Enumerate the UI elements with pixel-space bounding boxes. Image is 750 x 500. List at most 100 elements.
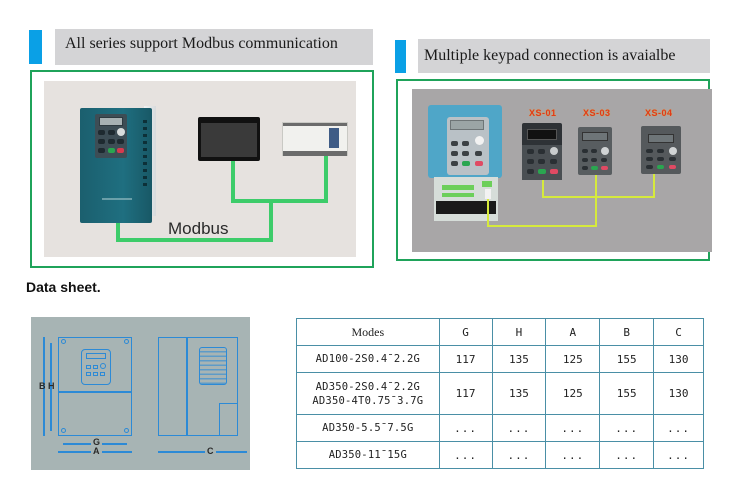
- keypad-display: [527, 129, 557, 140]
- side-view-outline: [158, 337, 238, 436]
- plc-terminal-strip-top: [283, 123, 347, 126]
- column-header: G: [438, 318, 493, 346]
- keypad-key: [646, 157, 653, 161]
- value-cell: 155: [599, 372, 655, 415]
- value-cell: ...: [653, 441, 704, 469]
- mounting-hole: [124, 339, 129, 344]
- keypad-key: [657, 157, 664, 161]
- front-view-outline: [58, 337, 132, 436]
- modbus-section-title: All series support Modbus communication: [65, 35, 338, 52]
- keypad-key: [582, 158, 588, 162]
- terminal-block: [442, 193, 474, 197]
- keypad-key-outline: [93, 372, 98, 376]
- value-cell: ...: [438, 441, 493, 469]
- value-cell: 135: [491, 345, 547, 373]
- value-cell: ...: [438, 414, 493, 442]
- side-view-terminal-cover: [219, 403, 238, 436]
- value-cell: 130: [653, 372, 704, 415]
- vfd-brand-text: [102, 198, 132, 200]
- dimension-line-h: [50, 343, 52, 431]
- hmi-touchscreen-device: [198, 117, 260, 161]
- vfd-key: [117, 139, 124, 144]
- dimension-line-b: [43, 337, 45, 436]
- model-name: AD350-2S0.4¯2.2G: [315, 380, 421, 393]
- mounting-hole: [61, 428, 66, 433]
- vfd-key: [108, 130, 115, 135]
- dimension-label-a: A: [91, 446, 102, 456]
- keypad-xs-03: [578, 127, 612, 175]
- vfd-key: [98, 130, 105, 135]
- dimension-label-g: G: [91, 437, 103, 447]
- value-cell: ...: [491, 414, 547, 442]
- value-cell: ...: [599, 441, 655, 469]
- vfd-display: [99, 117, 123, 126]
- model-name: AD100-2S0.4¯2.2G: [315, 353, 421, 365]
- keypad-key: [657, 149, 664, 153]
- vfd-keypad: [447, 117, 489, 175]
- keypad-key: [538, 159, 545, 164]
- value-cell: 130: [653, 345, 704, 373]
- keypad-display-outline: [86, 353, 106, 359]
- modbus-cable: [231, 199, 328, 203]
- vfd-stop-key: [475, 161, 483, 166]
- dimension-spec-table: Modes G H A B C AD100-2S0.4¯2.2G 117 135…: [296, 318, 704, 469]
- header-accent-bar: [395, 40, 406, 73]
- front-view-keypad-outline: [81, 349, 111, 385]
- keypad-key: [591, 149, 597, 153]
- terminal-block: [482, 181, 492, 187]
- value-cell: 117: [438, 345, 493, 373]
- keypad-knob: [601, 147, 609, 155]
- modbus-cable: [116, 238, 273, 242]
- keypad-cable: [653, 174, 655, 198]
- keypad-knob: [669, 147, 677, 155]
- value-cell: ...: [491, 441, 547, 469]
- keypad-key-outline: [100, 372, 105, 376]
- modbus-cable: [231, 161, 235, 202]
- keypad-xs-04: [641, 126, 681, 174]
- keypad-display: [648, 134, 674, 143]
- vfd-key: [451, 161, 458, 166]
- side-view-vent: [199, 347, 227, 385]
- keypad-cable: [487, 225, 597, 227]
- vfd-key: [98, 139, 105, 144]
- keypad-label: XS-03: [583, 108, 611, 118]
- mounting-hole: [61, 339, 66, 344]
- model-name: AD350-4T0.75¯3.7G: [312, 394, 424, 407]
- keypad-stop-key: [550, 169, 558, 174]
- vfd-inverter-device: [80, 108, 152, 223]
- model-cell: AD100-2S0.4¯2.2G: [296, 345, 440, 373]
- keypad-knob: [550, 147, 558, 155]
- vfd-inverter-device: [428, 105, 502, 178]
- model-name: AD350-11¯15G: [328, 449, 407, 461]
- value-cell: 135: [491, 372, 547, 415]
- keypad-stop-key: [601, 166, 608, 170]
- keypad-run-key: [657, 165, 664, 169]
- value-cell: 125: [545, 372, 601, 415]
- modbus-cable: [324, 156, 328, 202]
- model-cell: AD350-2S0.4¯2.2G AD350-4T0.75¯3.7G: [296, 372, 440, 415]
- front-view-divider: [58, 391, 132, 393]
- value-cell: 155: [599, 345, 655, 373]
- modbus-bus-label: Modbus: [168, 219, 229, 238]
- keypad-key: [527, 149, 534, 154]
- table-row: AD100-2S0.4¯2.2G 117 135 125 155 130: [296, 345, 704, 373]
- modbus-cable: [116, 223, 120, 242]
- table-row: AD350-11¯15G ... ... ... ... ...: [296, 441, 704, 469]
- vfd-key: [475, 151, 482, 156]
- hmi-screen: [201, 123, 257, 157]
- keypad-cable: [487, 199, 489, 227]
- keypad-key: [582, 149, 588, 153]
- keypad-run-key: [538, 169, 546, 174]
- table-row: AD350-5.5¯7.5G ... ... ... ... ...: [296, 414, 704, 442]
- vfd-key: [108, 139, 115, 144]
- mounting-hole: [124, 428, 129, 433]
- keypad-cable: [595, 175, 597, 227]
- dimension-line-c: [158, 451, 247, 453]
- vfd-key: [451, 141, 458, 146]
- vfd-display: [450, 120, 484, 130]
- vfd-run-key: [462, 161, 470, 166]
- keypad-key: [646, 165, 653, 169]
- column-header: H: [491, 318, 547, 346]
- modbus-diagram-photo: Modbus: [44, 81, 356, 257]
- value-cell: 117: [438, 372, 493, 415]
